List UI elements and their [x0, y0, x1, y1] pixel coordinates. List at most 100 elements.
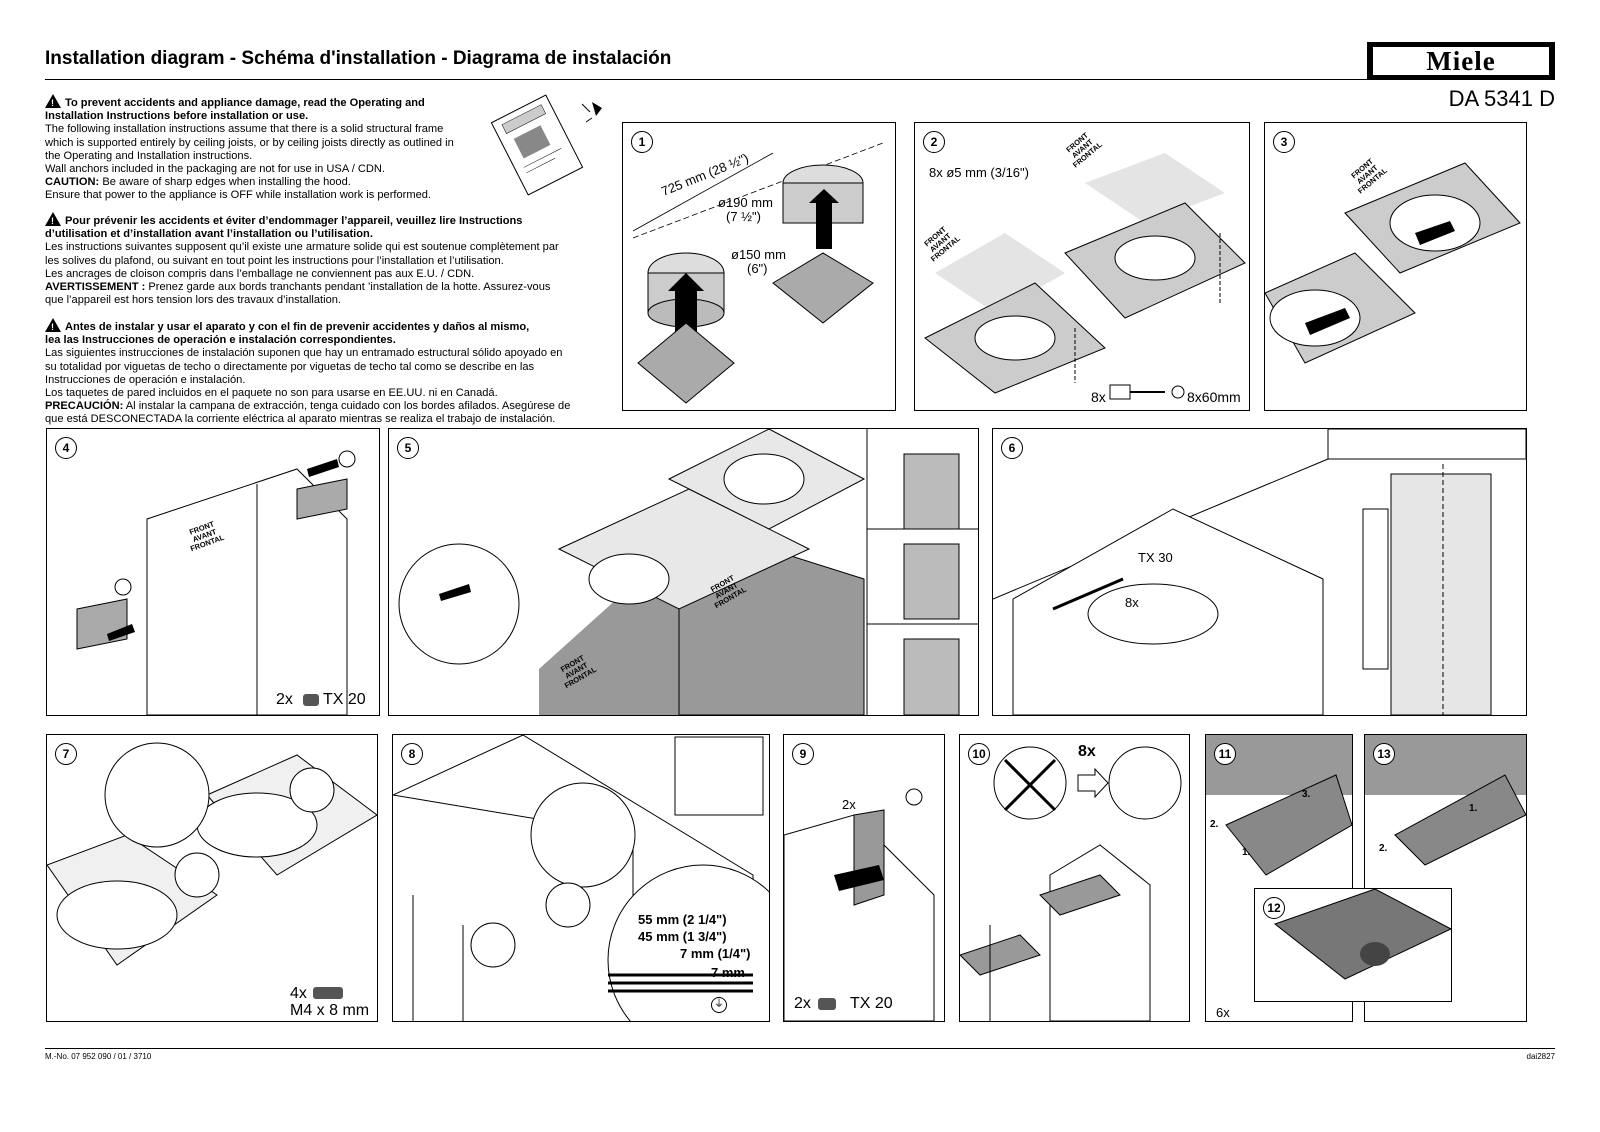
quantity-label: 8x — [1078, 743, 1096, 760]
eye-read-icon — [581, 102, 602, 123]
step-9-drawing — [784, 788, 935, 1021]
dimension-label: ø150 mm — [731, 247, 786, 262]
booklet-drawing — [501, 104, 562, 174]
caution-label: PRECAUCIÓN: — [45, 400, 124, 413]
screw-icon — [818, 998, 836, 1010]
step-2-panel: 2 8x ø5 mm (3/16") FRONT AVANT FRONTAL F… — [914, 122, 1250, 411]
step-number: 2 — [923, 131, 945, 153]
step-7-panel: 7 4x M4 x 8 mm — [46, 734, 378, 1022]
step-5-drawing — [398, 429, 978, 715]
step-number: 10 — [968, 743, 990, 765]
step-number: 5 — [397, 437, 419, 459]
strip-length-label: 7 mm — [711, 965, 745, 980]
screw-quantity: 4x — [290, 985, 307, 1002]
model-number: DA 5341 D — [1448, 86, 1555, 111]
warning-line: que está DESCONECTADA la corriente eléct… — [45, 413, 556, 426]
screw-quantity: 8x — [1125, 595, 1139, 610]
step-number: 6 — [1001, 437, 1023, 459]
brand-logo: Miele — [1367, 42, 1555, 80]
warning-heading: d’utilisation et d’installation avant l’… — [45, 228, 373, 241]
step-13-drawing — [1365, 735, 1526, 866]
screw-quantity: 2x — [842, 797, 856, 812]
warning-line: Los taquetes de pared incluidos en el pa… — [45, 387, 498, 400]
warning-heading: Antes de instalar y usar el aparato y co… — [65, 321, 530, 333]
screw-size: M4 x 8 mm — [290, 1002, 370, 1019]
warning-triangle-icon — [45, 94, 61, 110]
screw-quantity: 2x — [794, 995, 811, 1012]
document-number: M.-No. 07 952 090 / 01 / 3710 — [45, 1052, 152, 1061]
dimension-label: ø190 mm — [718, 195, 773, 210]
sequence-label: 2. — [1210, 819, 1219, 830]
warning-es: Antes de instalar y usar el aparato y co… — [45, 318, 620, 427]
sequence-label: 2. — [1379, 843, 1388, 854]
dimension-label: (6") — [747, 261, 768, 276]
warning-line: Wall anchors included in the packaging a… — [45, 163, 385, 176]
screw-icon — [303, 694, 319, 706]
bit-size: TX 30 — [1138, 550, 1173, 565]
step-2-drawing — [924, 153, 1246, 400]
step-number: 13 — [1373, 743, 1395, 765]
footer-rule — [45, 1048, 1555, 1049]
caution-text: Prenez garde aux bords tranchants pendan… — [145, 281, 551, 294]
step-10-drawing — [960, 746, 1182, 1021]
strip-length-label: 55 mm (2 1/4") — [638, 912, 727, 927]
screws-size: 8x60mm — [1187, 389, 1241, 405]
brand-logo-text: Miele — [1373, 47, 1549, 75]
quantity-label: 6x — [1216, 1005, 1230, 1020]
holes-label: 8x ø5 mm (3/16") — [929, 165, 1029, 180]
step-number: 4 — [55, 437, 77, 459]
caution-label: AVERTISSEMENT : — [45, 281, 146, 294]
warning-heading: Installation Instructions before install… — [45, 110, 309, 123]
step-number: 7 — [55, 743, 77, 765]
step-1-drawing — [632, 142, 884, 404]
warning-triangle-icon — [45, 318, 61, 334]
step-7-drawing — [47, 742, 377, 966]
strip-length-label: 7 mm (1/4") — [680, 946, 751, 961]
header-rule — [45, 79, 1555, 80]
step-8-panel: 8 55 mm (2 1/4") 45 mm (1 3/4") 7 mm (1/… — [392, 734, 770, 1022]
step-4-drawing — [76, 450, 356, 715]
warning-line: Instrucciones de operación e instalación… — [45, 373, 246, 386]
warning-line: Las siguientes instrucciones de instalac… — [45, 347, 563, 360]
step-8-drawing — [393, 735, 769, 1021]
drawing-reference: dai2827 — [1526, 1052, 1555, 1061]
step-number: 8 — [401, 743, 423, 765]
step-6-drawing — [993, 429, 1526, 715]
warning-line: les solives du plafond, ou suivant en to… — [45, 254, 504, 267]
step-6-panel: 6 TX 30 8x — [992, 428, 1527, 716]
warning-fr: Pour prévenir les accidents et éviter d’… — [45, 212, 620, 307]
step-number: 12 — [1263, 897, 1285, 919]
step-number: 9 — [792, 743, 814, 765]
warning-line: su totalidad por viguetas de techo o dir… — [45, 360, 535, 373]
step-3-drawing — [1265, 162, 1521, 364]
caution-label: CAUTION: — [45, 176, 100, 189]
warning-line: The following installation instructions … — [45, 123, 444, 136]
sequence-label: 1. — [1242, 847, 1251, 858]
dimension-label: (7 ½") — [726, 209, 761, 224]
step-number: 1 — [631, 131, 653, 153]
caution-text: Al instalar la campana de extracción, te… — [123, 400, 571, 413]
step-number: 11 — [1214, 743, 1236, 765]
warning-line: which is supported entirely by ceiling j… — [45, 136, 454, 149]
step-9-panel: 9 2x 2x TX 20 — [783, 734, 945, 1022]
warning-heading: To prevent accidents and appliance damag… — [65, 97, 425, 109]
warning-en: To prevent accidents and appliance damag… — [45, 94, 620, 203]
warning-line: Ensure that power to the appliance is OF… — [45, 189, 431, 202]
step-number: 3 — [1273, 131, 1295, 153]
warning-line: Les ancrages de cloison compris dans l’e… — [45, 267, 475, 280]
warning-heading: lea las Instrucciones de operación e ins… — [45, 334, 396, 347]
warning-line: que l’appareil est hors tension lors des… — [45, 294, 341, 307]
warning-triangle-icon — [45, 212, 61, 228]
manual-booklet-icon — [490, 94, 584, 196]
step-12-drawing — [1273, 889, 1451, 980]
step-4-panel: 4 FRONT AVANT FRONTAL 2x TX 20 — [46, 428, 380, 716]
bit-size: TX 20 — [323, 691, 366, 708]
screw-icon — [313, 987, 343, 999]
step-12-panel: 12 — [1254, 888, 1452, 1002]
step-5-panel: 5 FRONT AVANT FRONTAL FRONT AVANT FRONTA… — [388, 428, 979, 716]
warning-heading: Pour prévenir les accidents et éviter d’… — [65, 215, 523, 227]
strip-length-label: 45 mm (1 3/4") — [638, 929, 727, 944]
step-10-panel: 10 8x — [959, 734, 1190, 1022]
bit-size: TX 20 — [850, 995, 893, 1012]
caution-text: Be aware of sharp edges when installing … — [99, 176, 351, 189]
